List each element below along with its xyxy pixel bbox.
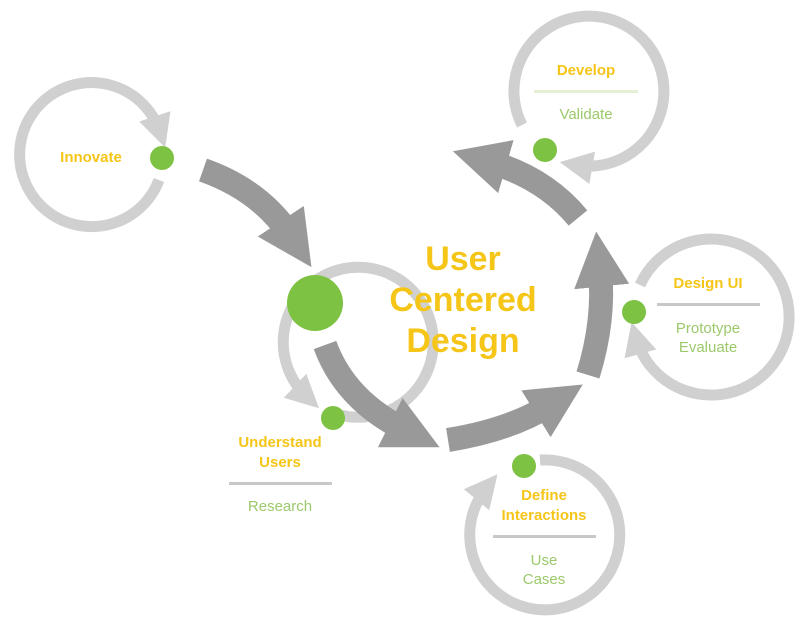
design-ui-node-dot (622, 300, 646, 324)
ucd-node-dot (287, 275, 343, 331)
design-ui-cycle-ring (624, 233, 795, 401)
define-divider (493, 535, 596, 538)
develop-cycle-ring (508, 10, 670, 185)
design-ui-title: Design UI (673, 275, 742, 292)
develop-title: Develop (557, 62, 615, 79)
ucd-to-define-arrow (313, 340, 440, 448)
innovate-node-dot (150, 146, 174, 170)
design-to-develop-arrow (574, 231, 630, 379)
understand-subtitle: Research (248, 498, 312, 515)
define-subtitle-2: Cases (523, 571, 566, 588)
define-title-line2: Interactions (501, 507, 586, 524)
understand-title-line2: Users (259, 454, 301, 471)
develop-node-dot (533, 138, 557, 162)
center-title-line3: Design (406, 322, 519, 360)
develop-to-innovate-arrow (452, 140, 588, 226)
understand-title-line1: Understand (238, 434, 321, 451)
develop-divider (534, 90, 638, 93)
define-node-dot (512, 454, 536, 478)
define-subtitle-1: Use (531, 552, 558, 569)
design-ui-subtitle-1: Prototype (676, 320, 740, 337)
develop-subtitle: Validate (559, 106, 612, 123)
define-to-design-arrow (446, 384, 583, 452)
define-interactions-cycle-ring (463, 454, 626, 616)
understand-node-dot (321, 406, 345, 430)
innovate-title: Innovate (60, 149, 122, 166)
innovate-cycle-ring (14, 77, 171, 233)
design-ui-divider (657, 303, 760, 306)
understand-divider (229, 482, 332, 485)
innovate-to-ucd-arrow (198, 158, 312, 268)
center-title-line1: User (425, 240, 501, 278)
define-title-line1: Define (521, 487, 567, 504)
design-ui-subtitle-2: Evaluate (679, 339, 737, 356)
center-title-line2: Centered (389, 281, 536, 319)
